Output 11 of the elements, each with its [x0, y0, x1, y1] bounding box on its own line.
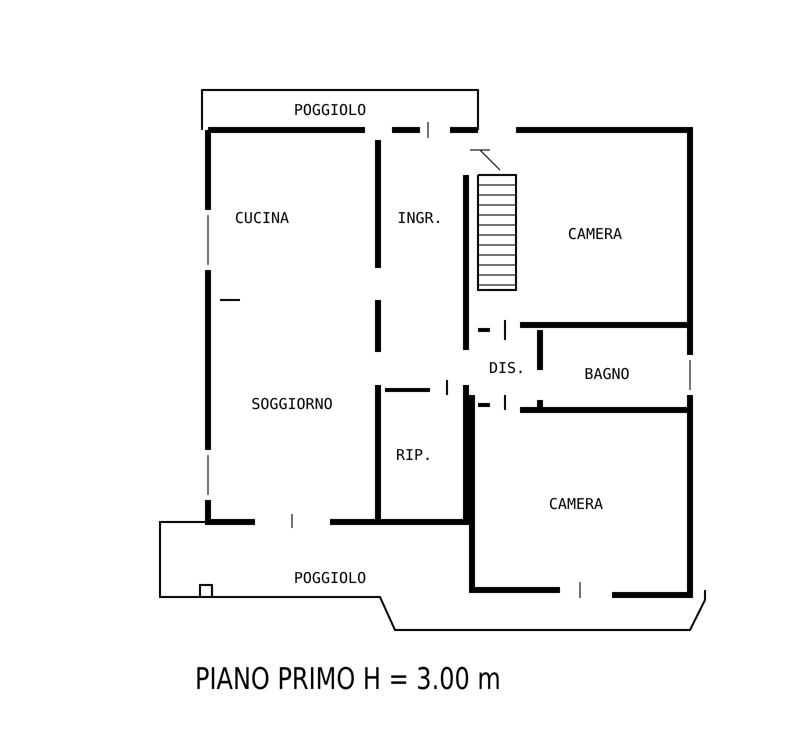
room-label: POGGIOLO	[294, 101, 366, 119]
room-label: INGR.	[397, 209, 443, 227]
room-label: SOGGIORNO	[251, 395, 333, 413]
room-label: CAMERA	[568, 225, 622, 243]
room-label: POGGIOLO	[294, 569, 366, 587]
room-label: BAGNO	[584, 365, 630, 383]
room-label: CAMERA	[548, 495, 604, 513]
caption: PIANO PRIMO H = 3.00 m	[195, 662, 501, 697]
room-label: RIP.	[396, 446, 432, 464]
room-label: CUCINA	[234, 209, 290, 227]
room-label: DIS.	[488, 359, 526, 377]
